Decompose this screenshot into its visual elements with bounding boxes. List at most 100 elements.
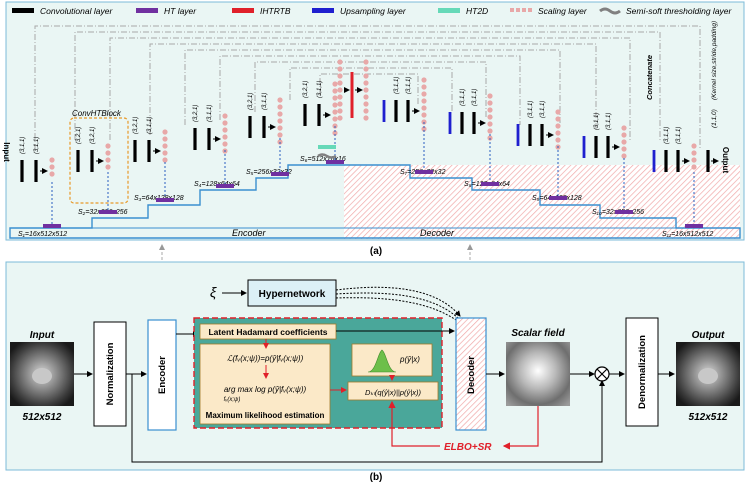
scaling-dot <box>487 128 493 134</box>
kernel-label: (3,1,1) <box>460 89 466 106</box>
kernel-label: (3,2,1) <box>248 93 254 110</box>
scaling-dot <box>555 109 561 115</box>
legend-ht: HT layer <box>164 6 197 16</box>
ihtrtb-layer <box>350 72 354 118</box>
scaling-dot <box>337 80 343 86</box>
convhtblock-box <box>69 117 129 204</box>
ht-layer <box>326 160 344 164</box>
scaling-dot <box>421 84 427 90</box>
convhtblock-title: ConvHTBlock <box>72 109 122 118</box>
scaling-dot <box>277 104 283 110</box>
conv-layer <box>262 116 266 138</box>
panel-b: Input 512x512 Normalization Encoder ξ Hy… <box>5 261 745 483</box>
output-title-b: Output <box>692 330 725 341</box>
kl-label: Dₖₗ(q(ŷ|x)||p(ŷ|x)) <box>365 388 421 397</box>
kl-box <box>347 381 439 401</box>
scaling-dot <box>49 157 55 163</box>
scaling-dot <box>337 94 343 100</box>
size-s1: S₁=16x512x512 <box>18 231 67 238</box>
legend-upsampling: Upsampling layer <box>340 6 407 16</box>
scaling-dot <box>332 102 338 108</box>
kernel-label: (3,1,1) <box>34 137 40 154</box>
conv-layer <box>606 136 610 158</box>
legend-scaling: Scaling layer <box>538 6 588 16</box>
ht-layer <box>685 224 703 228</box>
conv-layer <box>528 124 532 146</box>
scaling-dot <box>222 141 228 147</box>
scaling-dot <box>487 121 493 127</box>
output-size-b: 512x512 <box>689 412 728 423</box>
scaling-dot <box>555 116 561 122</box>
conv-layer <box>303 104 307 126</box>
normalization-box <box>93 321 127 427</box>
skip-connections <box>34 25 701 150</box>
semisoft-threshold <box>317 153 337 159</box>
ht-layer <box>415 170 433 174</box>
scaling-dot <box>332 95 338 101</box>
encoder-label-a: Encoder <box>232 228 267 238</box>
decoder-label-b: Decoder <box>466 356 477 394</box>
size-s5: S₅=256x32x32 <box>246 169 292 176</box>
input-label-a: Input <box>2 142 11 162</box>
elbo-label: ELBO+SR <box>444 442 492 453</box>
scaling-dot <box>337 115 343 121</box>
scaling-dot <box>332 130 338 136</box>
kernel-label: (3,1,1) <box>594 113 600 130</box>
conv-layer <box>406 100 410 122</box>
likelihood-equation: ℒ(fᵥ(x;ψ))=p(ŷ|fᵥ(x;ψ)) <box>227 354 304 363</box>
kernel-label: (3,1,1) <box>540 101 546 118</box>
conv-layer <box>193 128 197 150</box>
argmax-subscript: fᵥ(x;ψ) <box>224 397 241 403</box>
input-title-b: Input <box>30 330 55 341</box>
scaling-dot <box>421 77 427 83</box>
scaling-dot <box>49 164 55 170</box>
scaling-dot <box>105 143 111 149</box>
scaling-dot <box>555 137 561 143</box>
scaling-dot <box>421 98 427 104</box>
encoder-label-b: Encoder <box>157 356 168 394</box>
scaling-dot <box>332 116 338 122</box>
panel-a: Convolutional layer HT layer IHTRTB Upsa… <box>2 1 745 257</box>
kernel-label: (3,1,1) <box>262 93 268 110</box>
ht-layer <box>615 210 633 214</box>
conv-layer <box>540 124 544 146</box>
scaling-dot <box>337 108 343 114</box>
ht2d-layer <box>318 145 336 149</box>
conv-layer <box>460 112 464 134</box>
denormalization-box <box>625 317 659 427</box>
scaling-dot <box>487 107 493 113</box>
kernel-label: (3,1,1) <box>406 77 412 94</box>
size-s6: S₆=512x16x16 <box>300 156 346 163</box>
scaling-dot <box>332 88 338 94</box>
argmax-equation: arg max log p(ŷ|fᵥ(x;ψ)) <box>224 385 307 394</box>
conv-layer <box>147 140 151 162</box>
scaling-dot <box>363 87 369 93</box>
scaling-dot <box>691 150 697 156</box>
scaling-dot <box>421 105 427 111</box>
scaling-dot <box>691 157 697 163</box>
mle-label: Maximum likelihood estimation <box>206 411 325 420</box>
kernel-label: (3,2,1) <box>303 81 309 98</box>
scaling-dot <box>363 101 369 107</box>
latent-label: Latent Hadamard coefficients <box>208 327 327 337</box>
kernel-param-note: (Kernel size,stride,padding) <box>711 21 718 100</box>
scaling-dot <box>222 127 228 133</box>
scaling-dot <box>222 120 228 126</box>
scaling-dot <box>332 109 338 115</box>
scaling-dot <box>162 157 168 163</box>
conv-layer <box>20 160 24 182</box>
kernel-label: (3,1,1) <box>394 77 400 94</box>
scaling-dot <box>162 136 168 142</box>
scaling-dot <box>691 143 697 149</box>
conv-layer <box>34 160 38 182</box>
kernel-110: (1,1,0) <box>711 109 718 128</box>
scaling-dot <box>487 100 493 106</box>
kernel-label: (3,1,1) <box>664 127 670 144</box>
ht-layer <box>481 182 499 186</box>
ht-layer <box>271 172 289 176</box>
caption-a: (a) <box>370 246 382 257</box>
scaling-dot <box>162 143 168 149</box>
scaling-dot <box>162 150 168 156</box>
scaling-dot <box>222 134 228 140</box>
scaling-dot <box>105 150 111 156</box>
